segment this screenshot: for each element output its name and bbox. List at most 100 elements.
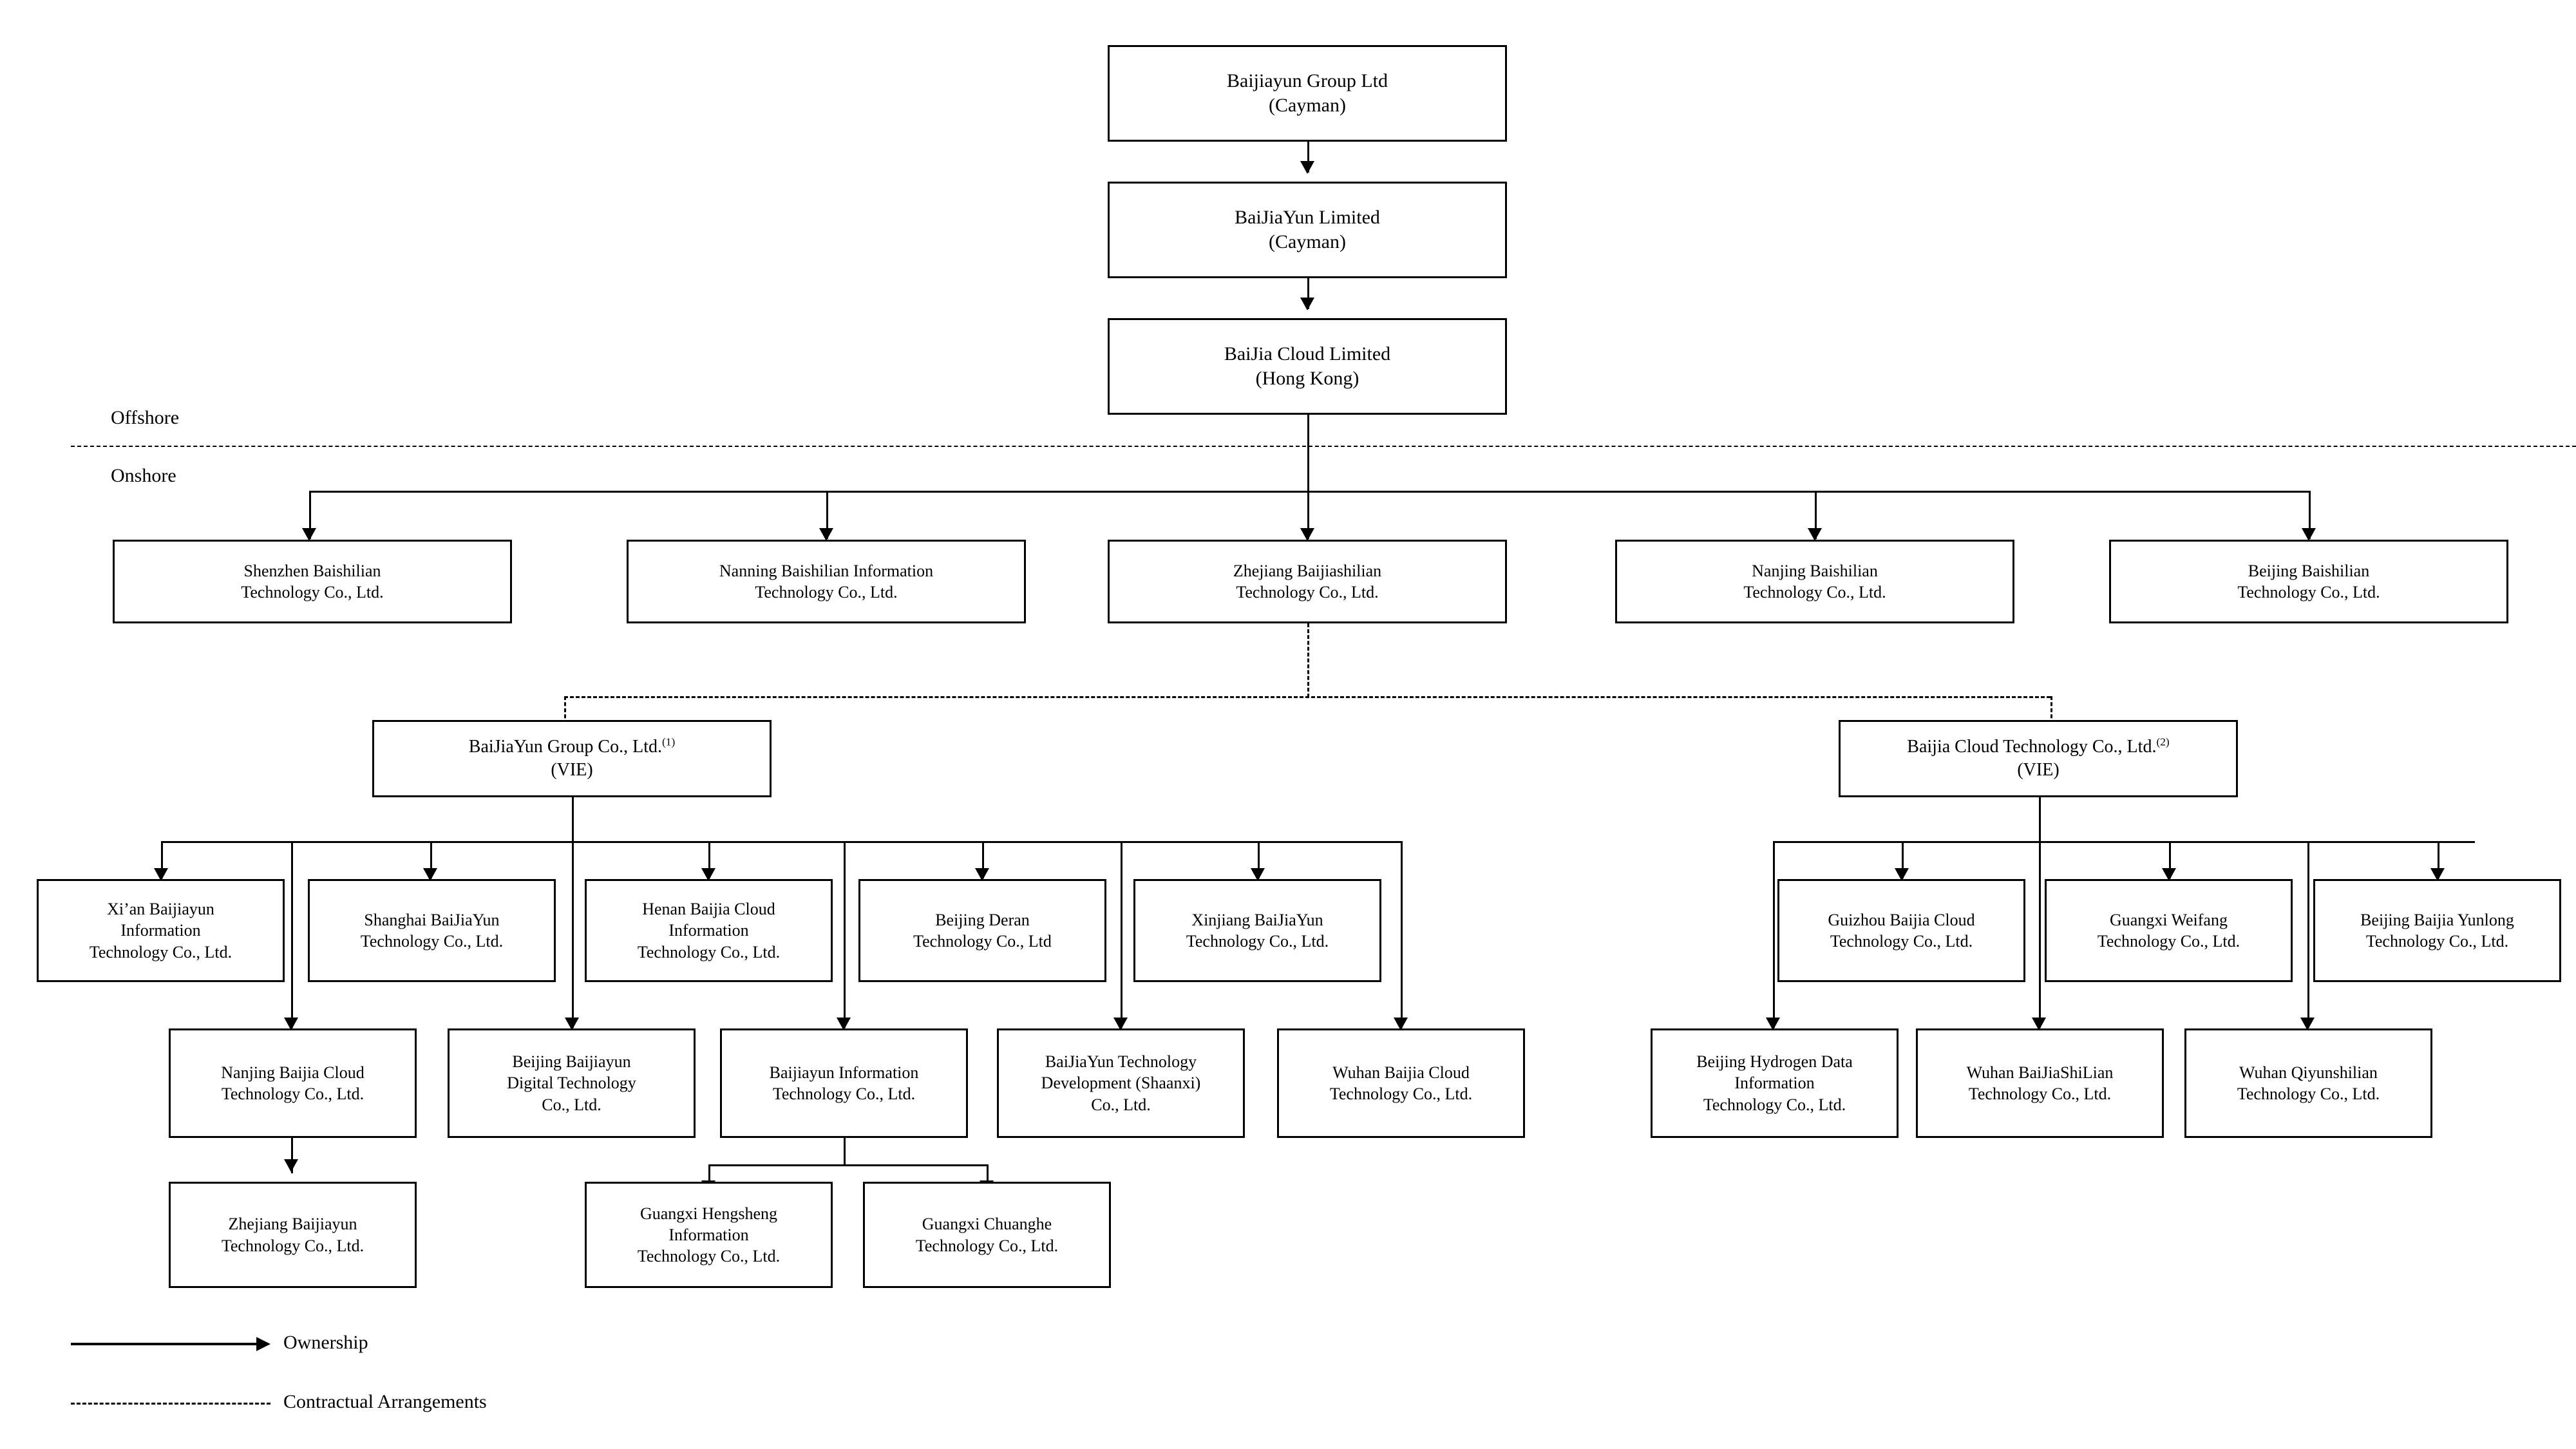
- node-vie-right-r2-0-line2: Information: [1734, 1074, 1815, 1093]
- vie-left-r3-bus: [708, 1164, 989, 1166]
- node-vie-right-r2-0-line1: Beijing Hydrogen Data: [1696, 1052, 1853, 1072]
- legend-ownership-line: [71, 1343, 258, 1345]
- node-vie-left-r3-2: Guangxi Chuanghe Technology Co., Ltd.: [863, 1182, 1111, 1288]
- node-baijiayun-limited: BaiJiaYun Limited (Cayman): [1108, 182, 1507, 278]
- node-vie-left-r1-4-line2: Technology Co., Ltd.: [1186, 932, 1329, 951]
- node-vie-right-r1-2-line2: Technology Co., Ltd.: [2365, 932, 2509, 951]
- node-wfoe-3-line1: Nanjing Baishilian: [1752, 561, 1878, 580]
- node-vie-left-name: BaiJiaYun Group Co., Ltd.: [468, 737, 662, 757]
- node-vie-right-r2-0: Beijing Hydrogen Data Information Techno…: [1651, 1028, 1899, 1138]
- node-vie-left-r2-2-line1: Baijiayun Information: [769, 1063, 919, 1082]
- node-vie-right-name: Baijia Cloud Technology Co., Ltd.: [1907, 737, 2157, 757]
- node-vie-left-r2-0-line2: Technology Co., Ltd.: [221, 1084, 365, 1103]
- node-vie-left-r2-3-line3: Co., Ltd.: [1091, 1095, 1151, 1114]
- node-vie-left-r1-0-line2: Information: [120, 921, 201, 940]
- contractual-link-down: [1307, 623, 1309, 697]
- node-wfoe-1-line2: Technology Co., Ltd.: [755, 583, 898, 601]
- node-wfoe-4: Beijing Baishilian Technology Co., Ltd.: [2109, 540, 2508, 623]
- node-vie-left-r2-3-line1: BaiJiaYun Technology: [1045, 1052, 1197, 1072]
- node-wfoe-4-line1: Beijing Baishilian: [2248, 561, 2370, 580]
- node-vie-left-r2-3: BaiJiaYun Technology Development (Shaanx…: [997, 1028, 1245, 1138]
- node-wfoe-3: Nanjing Baishilian Technology Co., Ltd.: [1615, 540, 2014, 623]
- node-vie-left-r1-2-line2: Information: [668, 921, 749, 940]
- node-vie-right-r1-2: Beijing Baijia Yunlong Technology Co., L…: [2313, 879, 2561, 982]
- node-vie-left-r3-1: Guangxi Hengsheng Information Technology…: [585, 1182, 833, 1288]
- contractual-bus: [564, 696, 2050, 698]
- node-vie-left: BaiJiaYun Group Co., Ltd.(1) (VIE): [372, 720, 772, 797]
- node-hk-line1: BaiJia Cloud Limited: [1224, 343, 1391, 365]
- node-vie-left-r2-1-line1: Beijing Baijiayun: [512, 1052, 631, 1072]
- node-vie-left-r3-1-line3: Technology Co., Ltd.: [637, 1247, 781, 1266]
- node-vie-right-r1-0-line2: Technology Co., Ltd.: [1830, 932, 1973, 951]
- node-vie-right-r1-1: Guangxi Weifang Technology Co., Ltd.: [2045, 879, 2293, 982]
- node-vie-left-r3-0: Zhejiang Baijiayun Technology Co., Ltd.: [169, 1182, 417, 1288]
- node-intermediate-line1: BaiJiaYun Limited: [1235, 206, 1380, 228]
- vie-left-bus: [161, 841, 1401, 843]
- node-intermediate-line2: (Cayman): [1269, 231, 1346, 252]
- node-vie-left-r2-1-line2: Digital Technology: [507, 1074, 636, 1093]
- node-vie-left-r2-4-line2: Technology Co., Ltd.: [1329, 1084, 1473, 1103]
- node-vie-left-r3-1-line2: Information: [668, 1225, 749, 1244]
- node-vie-left-r2-1-line3: Co., Ltd.: [542, 1095, 601, 1114]
- legend-ownership-label: Ownership: [283, 1332, 368, 1353]
- node-vie-left-r3-0-line1: Zhejiang Baijiayun: [228, 1215, 357, 1234]
- node-wfoe-0-line2: Technology Co., Ltd.: [241, 583, 384, 601]
- node-vie-right-r1-0: Guizhou Baijia Cloud Technology Co., Ltd…: [1777, 879, 2025, 982]
- node-vie-left-r1-0: Xi’an Baijiayun Information Technology C…: [37, 879, 285, 982]
- node-wfoe-2-line1: Zhejiang Baijiashilian: [1233, 561, 1382, 580]
- vie-right-bus: [1773, 841, 2475, 843]
- node-vie-left-r1-3-line1: Beijing Deran: [935, 910, 1030, 929]
- node-wfoe-4-line2: Technology Co., Ltd.: [2237, 583, 2380, 601]
- node-vie-left-r3-2-line2: Technology Co., Ltd.: [915, 1236, 1059, 1255]
- node-vie-left-r3-2-line1: Guangxi Chuanghe: [922, 1215, 1052, 1234]
- node-vie-left-r2-2-line2: Technology Co., Ltd.: [772, 1084, 916, 1103]
- node-vie-left-r1-2: Henan Baijia Cloud Information Technolog…: [585, 879, 833, 982]
- node-vie-right-r2-1-line2: Technology Co., Ltd.: [1968, 1084, 2112, 1103]
- node-vie-left-r3-0-line2: Technology Co., Ltd.: [221, 1236, 365, 1255]
- node-parent-company: Baijiayun Group Ltd (Cayman): [1108, 45, 1507, 142]
- node-vie-right-r1-0-line1: Guizhou Baijia Cloud: [1828, 910, 1975, 929]
- node-wfoe-3-line2: Technology Co., Ltd.: [1743, 583, 1886, 601]
- node-baijia-cloud-limited: BaiJia Cloud Limited (Hong Kong): [1108, 318, 1507, 415]
- node-vie-left-r2-1: Beijing Baijiayun Digital Technology Co.…: [448, 1028, 696, 1138]
- node-vie-right-r2-2: Wuhan Qiyunshilian Technology Co., Ltd.: [2184, 1028, 2432, 1138]
- node-vie-left-r1-3-line2: Technology Co., Ltd: [913, 932, 1052, 951]
- node-vie-left-r1-2-line3: Technology Co., Ltd.: [637, 942, 781, 961]
- node-vie-right: Baijia Cloud Technology Co., Ltd.(2) (VI…: [1839, 720, 2238, 797]
- node-vie-left-r3-1-line1: Guangxi Hengsheng: [639, 1204, 777, 1223]
- node-vie-left-r2-0: Nanjing Baijia Cloud Technology Co., Ltd…: [169, 1028, 417, 1138]
- node-wfoe-1: Nanning Baishilian Information Technolog…: [627, 540, 1026, 623]
- node-vie-left-r2-2: Baijiayun Information Technology Co., Lt…: [720, 1028, 968, 1138]
- node-vie-left-r2-3-line2: Development (Shaanxi): [1041, 1074, 1201, 1093]
- label-offshore: Offshore: [111, 407, 180, 428]
- label-onshore: Onshore: [111, 465, 176, 486]
- legend-ownership-arrowhead: [256, 1337, 270, 1351]
- legend-contractual-label: Contractual Arrangements: [283, 1391, 487, 1412]
- node-vie-left-r1-0-line1: Xi’an Baijiayun: [107, 900, 214, 919]
- node-vie-left-r1-3: Beijing Deran Technology Co., Ltd: [858, 879, 1106, 982]
- node-wfoe-0: Shenzhen Baishilian Technology Co., Ltd.: [113, 540, 512, 623]
- node-wfoe-1-line1: Nanning Baishilian Information: [719, 561, 934, 580]
- node-vie-right-r2-2-line2: Technology Co., Ltd.: [2237, 1084, 2380, 1103]
- node-vie-right-r2-0-line3: Technology Co., Ltd.: [1703, 1095, 1846, 1114]
- node-vie-left-r1-0-line3: Technology Co., Ltd.: [89, 942, 232, 961]
- node-vie-right-r1-2-line1: Beijing Baijia Yunlong: [2360, 910, 2514, 929]
- node-vie-right-r2-1: Wuhan BaiJiaShiLian Technology Co., Ltd.: [1916, 1028, 2164, 1138]
- node-vie-right-footnote: (2): [2156, 735, 2170, 748]
- node-vie-left-r1-1: Shanghai BaiJiaYun Technology Co., Ltd.: [308, 879, 556, 982]
- node-vie-left-r2-4: Wuhan Baijia Cloud Technology Co., Ltd.: [1277, 1028, 1525, 1138]
- node-wfoe-0-line1: Shenzhen Baishilian: [243, 561, 381, 580]
- node-vie-left-r1-1-line2: Technology Co., Ltd.: [360, 932, 504, 951]
- node-vie-left-footnote: (1): [661, 735, 676, 748]
- node-wfoe-2: Zhejiang Baijiashilian Technology Co., L…: [1108, 540, 1507, 623]
- legend-contractual-line: [71, 1403, 270, 1405]
- node-vie-left-r1-1-line1: Shanghai BaiJiaYun: [364, 910, 500, 929]
- node-vie-left-r2-0-line1: Nanjing Baijia Cloud: [221, 1063, 365, 1082]
- node-vie-right-r2-2-line1: Wuhan Qiyunshilian: [2239, 1063, 2378, 1082]
- node-parent-line2: (Cayman): [1269, 95, 1346, 116]
- node-vie-right-r1-1-line1: Guangxi Weifang: [2109, 910, 2228, 929]
- node-vie-right-line2: (VIE): [2017, 760, 2060, 780]
- node-vie-left-r1-4: Xinjiang BaiJiaYun Technology Co., Ltd.: [1133, 879, 1381, 982]
- node-vie-left-r2-4-line1: Wuhan Baijia Cloud: [1332, 1063, 1470, 1082]
